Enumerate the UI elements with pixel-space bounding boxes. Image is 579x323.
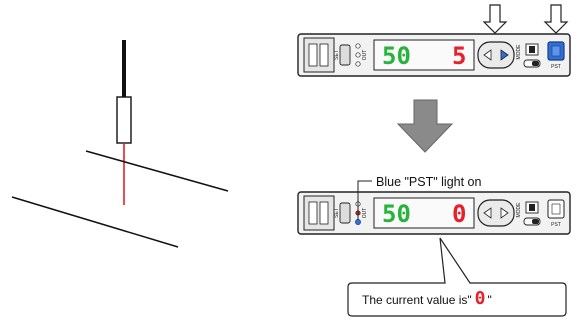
- up-down-button[interactable]: [477, 199, 515, 227]
- current-value-prefix: The current value is": [362, 293, 472, 307]
- pst-indicator-light: [355, 219, 361, 225]
- mode-label: MODE: [516, 202, 522, 218]
- indicator-label: OUT: [362, 50, 368, 61]
- current-value-callout: The current value is"0": [347, 237, 567, 317]
- connector-block: [303, 195, 335, 231]
- transition-arrow: [396, 99, 454, 153]
- slide-switch-knob: [532, 219, 539, 224]
- press-arrow-icon: [482, 4, 508, 34]
- pv-display: 50: [382, 42, 411, 70]
- speech-bubble: [347, 237, 567, 317]
- current-value-annotation: The current value is"0": [362, 288, 492, 309]
- indicator-light: [355, 43, 361, 49]
- set-label: SET: [334, 50, 340, 60]
- sv-display: 0: [452, 200, 466, 228]
- mode-switch-knob: [529, 46, 535, 53]
- indicator-light: [355, 61, 361, 67]
- amplifier-before: SET OUT 50 5 MODE PST: [297, 33, 571, 77]
- pst-label: PST: [551, 222, 561, 228]
- pst-label: PST: [551, 64, 561, 70]
- press-indicators: [482, 4, 569, 34]
- pst-light-callout: Blue "PST" light on: [357, 175, 482, 220]
- press-arrow-icon: [543, 4, 569, 34]
- current-value-suffix: ": [487, 293, 491, 307]
- connector-slot: [308, 201, 318, 225]
- pst-light-annotation: Blue "PST" light on: [376, 175, 482, 189]
- sensor-scene: [11, 40, 229, 248]
- connector-slot: [308, 43, 318, 67]
- mode-switch-knob: [529, 204, 535, 211]
- target-surface-far: [11, 196, 179, 248]
- up-down-button[interactable]: [477, 41, 515, 69]
- pv-display: 50: [382, 200, 411, 228]
- left-arrow-icon: [483, 207, 492, 219]
- connector-slot: [319, 201, 329, 225]
- sv-display: 5: [452, 42, 466, 70]
- set-button[interactable]: [339, 202, 351, 224]
- set-button[interactable]: [339, 44, 351, 66]
- pst-leader-line: [357, 180, 372, 220]
- left-arrow-icon: [483, 49, 492, 61]
- pst-button-face: [551, 45, 561, 57]
- slide-switch-knob: [532, 61, 539, 66]
- indicator-label: OUT: [362, 208, 368, 219]
- current-value-digit: 0: [475, 288, 486, 309]
- target-surface-near: [85, 150, 229, 192]
- connector-block: [303, 37, 335, 73]
- right-arrow-icon: [500, 49, 509, 61]
- sensor-head: [116, 96, 132, 144]
- amplifier-after: SET OUT 50 0 MODE PST: [297, 191, 571, 235]
- indicator-light: [355, 52, 361, 58]
- right-arrow-icon: [500, 207, 509, 219]
- pst-button-face: [551, 203, 561, 215]
- set-label: SET: [334, 208, 340, 218]
- display-window: [373, 197, 475, 229]
- mode-label: MODE: [516, 44, 522, 60]
- display-window: [373, 39, 475, 71]
- connector-slot: [319, 43, 329, 67]
